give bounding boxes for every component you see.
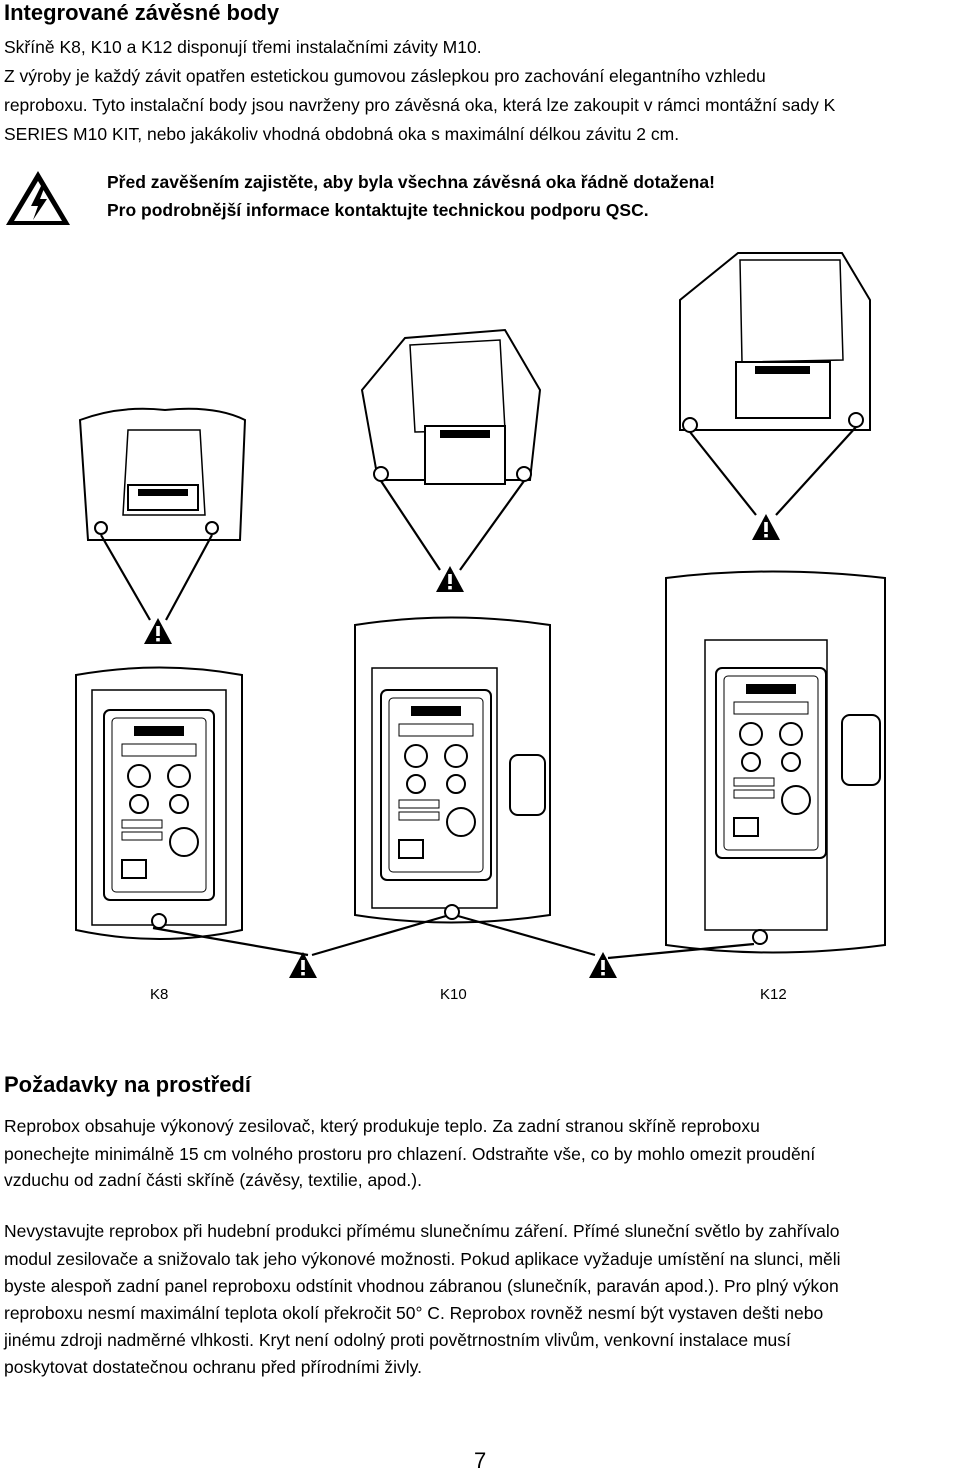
env-para2-line4: reproboxu nesmí maximální teplota okolí … [4,1303,824,1323]
section-title-hanging-points: Integrované závěsné body [4,0,280,25]
env-para2-line3: byste alespoň zadní panel reproboxu odst… [4,1276,839,1296]
intro-line-1: Skříně K8, K10 a K12 disponují třemi ins… [4,37,482,57]
k10-rear-view [354,616,551,924]
env-para1-line2: ponechejte minimálně 15 cm volného prost… [4,1144,816,1164]
k12-rear-view [665,570,886,954]
page-number: 7 [474,1448,487,1473]
high-voltage-warning-icon [6,171,70,225]
k10-top-view [360,328,542,485]
env-para2-line1: Nevystavujte reprobox při hudební produk… [4,1221,840,1241]
k8-top-view [78,407,247,541]
env-para2-line6: poskytovat dostatečnou ochranu před přír… [4,1357,422,1377]
intro-line-4: SERIES M10 KIT, nebo jakákoliv vhodná ob… [4,124,680,144]
warning-line-2: Pro podrobnější informace kontaktujte te… [107,200,649,220]
label-k12: K12 [760,986,787,1003]
intro-line-2: Z výroby je každý závit opatřen estetick… [4,66,766,86]
intro-line-3: reproboxu. Tyto instalační body jsou nav… [4,95,836,115]
speaker-rigging-diagram [75,252,886,978]
env-para2-line2: modul zesilovače a snižovalo tak jeho vý… [4,1249,841,1269]
section-title-environment: Požadavky na prostředí [4,1072,251,1097]
env-para2-line5: jinému zdroji nadměrné vlhkosti. Kryt ne… [4,1330,791,1350]
env-para1-line3: vzduchu od zadní části skříně (závěsy, t… [4,1170,422,1190]
k12-top-view [679,252,871,433]
label-k8: K8 [150,986,169,1003]
k8-rear-view [75,666,243,940]
env-para1-line1: Reprobox obsahuje výkonový zesilovač, kt… [4,1116,760,1136]
label-k10: K10 [440,986,467,1003]
warning-line-1: Před zavěšením zajistěte, aby byla všech… [107,172,715,192]
